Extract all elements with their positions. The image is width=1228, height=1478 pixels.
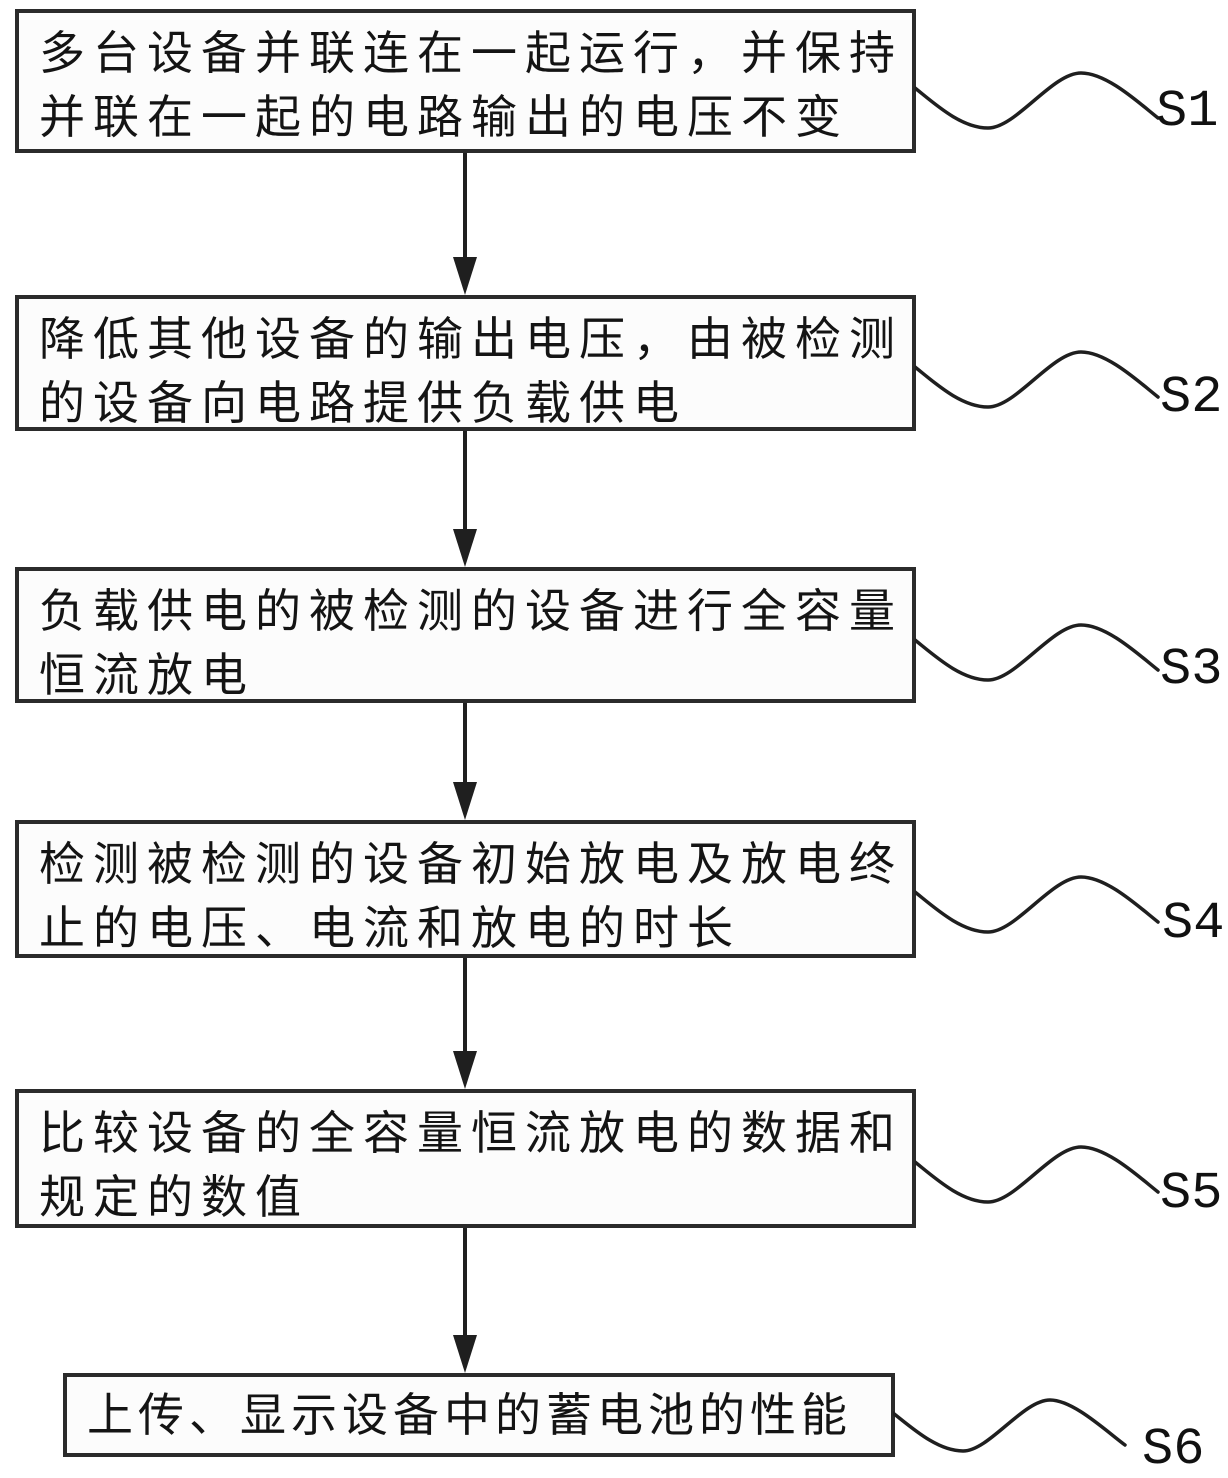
step-box-2: 降低其他设备的输出电压，由被检测 的设备向电路提供负载供电 [15,295,916,431]
flow-arrow-3 [452,703,478,820]
step-box-4: 检测被检测的设备初始放电及放电终 止的电压、电流和放电的时长 [15,820,916,958]
step-box-5: 比较设备的全容量恒流放电的数据和 规定的数值 [15,1089,916,1228]
step-label-s6: S6 [1142,1420,1205,1478]
step-label-s5: S5 [1160,1164,1223,1223]
flow-arrow-1 [452,153,478,295]
wavy-connector-4 [915,875,1160,934]
wavy-connector-3 [915,623,1160,682]
step-label-s2: S2 [1160,368,1223,427]
step-label-s1: S1 [1156,82,1219,141]
step-box-3: 负载供电的被检测的设备进行全容量 恒流放电 [15,567,916,703]
flow-arrow-2 [452,431,478,567]
step-label-s3: S3 [1160,640,1223,699]
wavy-connector-6 [893,1398,1127,1453]
flow-arrow-5 [452,1228,478,1373]
flow-arrow-4 [452,958,478,1089]
wavy-connector-2 [915,350,1160,409]
wavy-connector-5 [915,1145,1160,1204]
step-box-1: 多台设备并联连在一起运行，并保持 并联在一起的电路输出的电压不变 [15,9,916,153]
wavy-connector-1 [915,71,1160,130]
step-box-6: 上传、显示设备中的蓄电池的性能 [63,1373,895,1457]
step-label-s4: S4 [1162,894,1225,953]
